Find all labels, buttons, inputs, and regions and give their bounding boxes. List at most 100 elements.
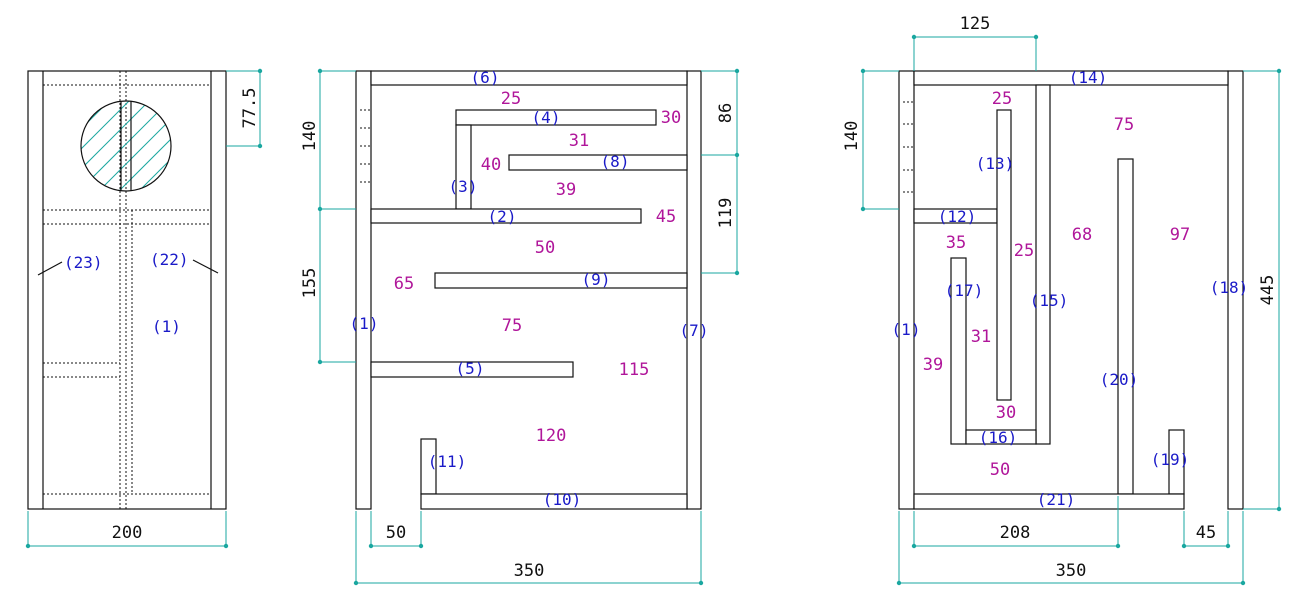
dim-right-total: 445	[1258, 275, 1278, 306]
part-label-2: (2)	[488, 207, 517, 226]
dim-bottom-total: 350	[514, 561, 545, 581]
part-label-20: (20)	[1100, 370, 1139, 389]
cell-label: 35	[946, 233, 966, 253]
dim-dot	[860, 206, 866, 212]
dim-dot	[317, 359, 323, 365]
part-label-18: (18)	[1210, 278, 1249, 297]
board-15	[1035, 84, 1051, 445]
part-label-1: (1)	[892, 320, 921, 339]
cell-label: 30	[996, 403, 1016, 423]
board-16	[965, 429, 1037, 445]
dim-dot	[257, 143, 263, 149]
part-label-4: (4)	[532, 108, 561, 127]
part-label-1: (1)	[152, 317, 181, 336]
part-label-8: (8)	[601, 152, 630, 171]
dim-top: 125	[960, 14, 991, 34]
cell-label: 31	[569, 131, 589, 151]
cell-label: 40	[481, 155, 501, 175]
side-view-b: (14) (13) (12) (17) (15) (1) (18) (20) (…	[842, 14, 1282, 586]
cell-label: 97	[1170, 225, 1190, 245]
board-17	[950, 257, 967, 445]
dim-dot	[25, 543, 31, 549]
part-label-12: (12)	[938, 207, 977, 226]
dim-bottom-small: 45	[1196, 523, 1216, 543]
cell-label: 50	[535, 238, 555, 258]
dim-dot	[860, 68, 866, 74]
cell-label: 45	[656, 207, 676, 227]
board-21	[913, 493, 1185, 510]
board-1	[898, 70, 915, 510]
cell-label: 39	[556, 180, 576, 200]
cell-label: 68	[1072, 225, 1092, 245]
board-1	[355, 70, 372, 510]
dim-dot	[1240, 580, 1246, 586]
dim-dot	[698, 580, 704, 586]
speaker-port-circle	[80, 100, 172, 192]
dim-dot	[1276, 68, 1282, 74]
leader-line-23	[37, 261, 63, 276]
part-label-1: (1)	[350, 314, 379, 333]
dim-dot	[1033, 34, 1039, 40]
front-view: (23) (22) (1) 200 77.5	[25, 68, 263, 549]
dim-dot	[317, 68, 323, 74]
cell-label: 25	[1014, 241, 1034, 261]
board-3	[455, 124, 472, 210]
cell-label: 31	[971, 327, 991, 347]
dim-bottom-total: 350	[1056, 561, 1087, 581]
part-label-15: (15)	[1030, 291, 1069, 310]
dim-dot	[1276, 506, 1282, 512]
cell-label: 75	[502, 316, 522, 336]
dim-dot	[734, 68, 740, 74]
cell-label: 115	[619, 360, 650, 380]
part-label-22: (22)	[150, 250, 189, 269]
dim-dot	[734, 152, 740, 158]
cell-label: 120	[536, 426, 567, 446]
part-label-3: (3)	[449, 177, 478, 196]
board-5	[370, 361, 574, 378]
dim-bottom-mid: 208	[1000, 523, 1031, 543]
part-label-11: (11)	[428, 452, 467, 471]
dim-right-mid: 119	[716, 198, 736, 229]
part-label-13: (13)	[976, 154, 1015, 173]
dim-dot	[896, 580, 902, 586]
tick-marks	[903, 101, 914, 193]
part-label-6: (6)	[471, 68, 500, 87]
board-20	[1117, 158, 1134, 495]
dim-dot	[317, 206, 323, 212]
board-9	[434, 272, 688, 289]
dim-dot	[1181, 543, 1187, 549]
part-label-10: (10)	[543, 490, 582, 509]
front-outline	[27, 70, 227, 510]
board-13	[996, 109, 1012, 401]
cell-label: 30	[661, 108, 681, 128]
part-label-5: (5)	[456, 359, 485, 378]
dim-front-width: 200	[112, 523, 143, 543]
dim-dot	[418, 543, 424, 549]
dim-dot	[1225, 543, 1231, 549]
cell-label: 39	[923, 355, 943, 375]
dim-bottom-small: 50	[386, 523, 406, 543]
leader-line-22	[192, 259, 219, 274]
part-label-19: (19)	[1151, 450, 1190, 469]
dim-left-mid: 155	[300, 268, 320, 299]
board-8	[508, 154, 688, 171]
board-14	[913, 70, 1229, 86]
cell-label: 50	[990, 460, 1010, 480]
board-2	[370, 208, 642, 224]
dim-dot	[734, 270, 740, 276]
board-6	[370, 70, 688, 86]
part-label-17: (17)	[945, 281, 984, 300]
board-10	[420, 493, 688, 510]
dim-right-top: 86	[716, 103, 736, 123]
part-label-7: (7)	[680, 321, 709, 340]
part-label-23: (23)	[64, 253, 103, 272]
part-label-9: (9)	[582, 270, 611, 289]
dim-dot	[223, 543, 229, 549]
cell-label: 75	[1114, 115, 1134, 135]
dim-dot	[1115, 543, 1121, 549]
dim-dot	[368, 543, 374, 549]
board-7	[686, 70, 702, 510]
dim-dot	[257, 68, 263, 74]
board-18	[1227, 70, 1244, 510]
